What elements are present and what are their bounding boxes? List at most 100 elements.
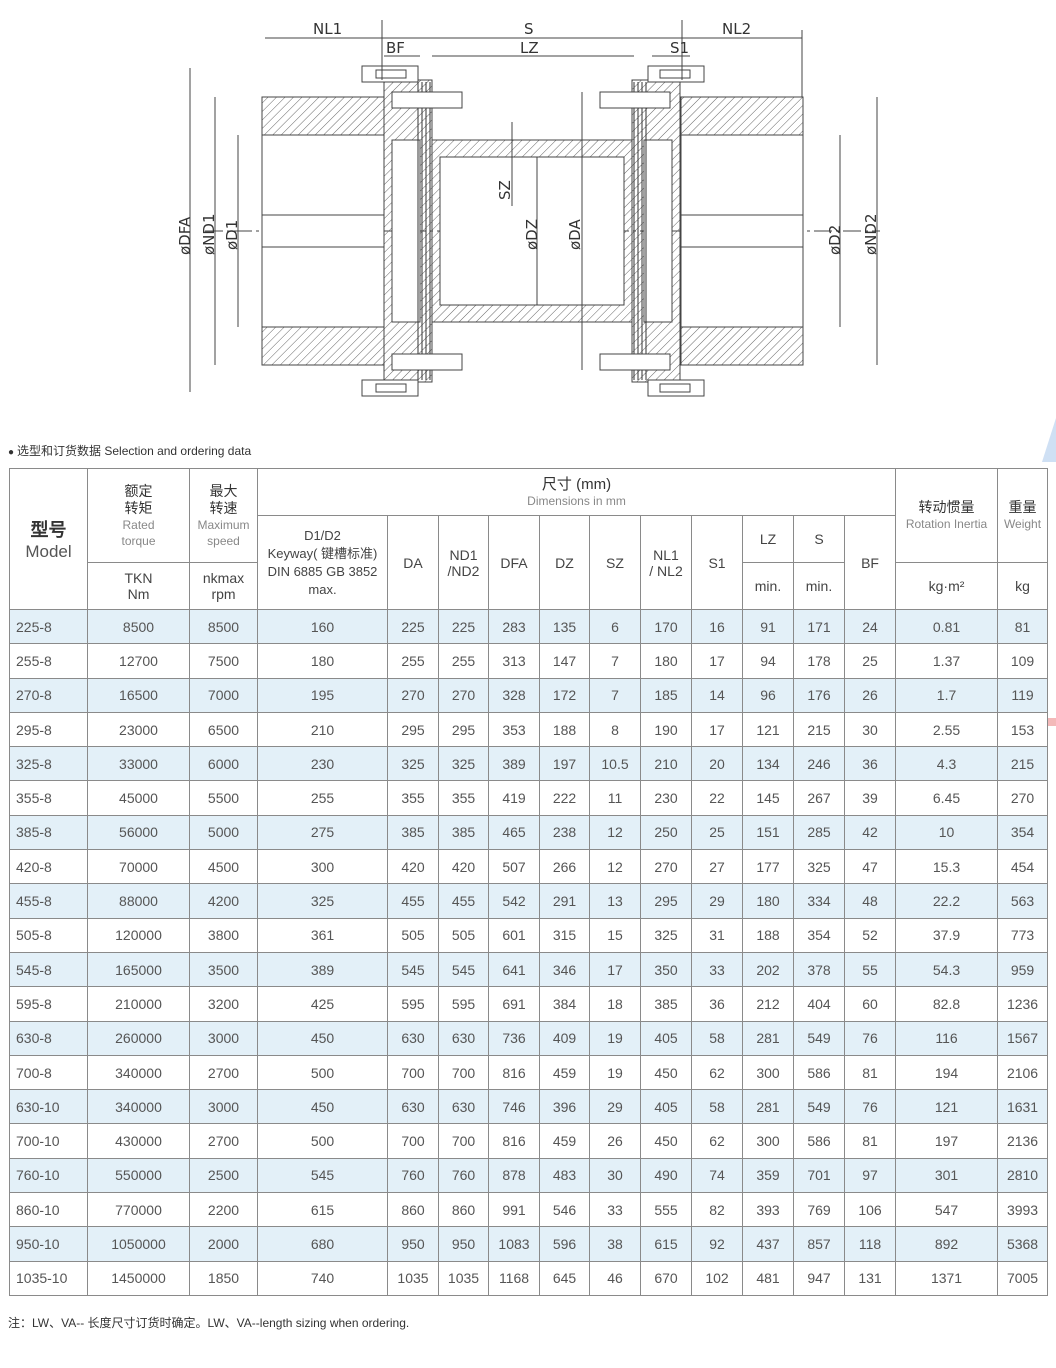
table-cell: 88000 bbox=[87, 883, 190, 919]
table-cell: 700 bbox=[438, 1123, 489, 1159]
table-cell: 740 bbox=[257, 1260, 388, 1296]
table-cell: 38 bbox=[589, 1226, 641, 1262]
table-cell: 180 bbox=[640, 643, 692, 679]
table-cell: 27 bbox=[691, 849, 743, 885]
table-cell: 315 bbox=[539, 917, 590, 953]
table-cell: 483 bbox=[539, 1157, 590, 1194]
table-cell: 30 bbox=[843, 711, 897, 748]
table-cell: 275 bbox=[257, 814, 388, 851]
header-dimensions: 尺寸 (mm) Dimensions in mm bbox=[256, 468, 897, 516]
table-cell: 153 bbox=[997, 711, 1049, 748]
table-cell: 630 bbox=[438, 1020, 489, 1056]
table-cell: 16 bbox=[691, 608, 743, 645]
bullet-icon: ● bbox=[8, 447, 15, 458]
decorative-blue-shape bbox=[1042, 418, 1056, 462]
table-cell: 615 bbox=[257, 1192, 388, 1228]
table-cell: 505 bbox=[438, 917, 489, 953]
table-cell: 22.2 bbox=[895, 883, 999, 919]
label-dfa: øDFA bbox=[176, 216, 194, 255]
table-cell: 670 bbox=[640, 1260, 692, 1296]
table-cell: 197 bbox=[539, 746, 590, 782]
cell-model: 760-10 bbox=[9, 1157, 88, 1194]
table-cell: 10 bbox=[895, 814, 999, 851]
table-cell: 109 bbox=[997, 643, 1049, 679]
table-cell: 54.3 bbox=[895, 951, 999, 988]
table-cell: 545 bbox=[257, 1157, 388, 1194]
table-cell: 270 bbox=[438, 677, 489, 713]
table-cell: 19 bbox=[589, 1020, 641, 1056]
table-cell: 393 bbox=[742, 1192, 794, 1228]
header-sz: SZ bbox=[589, 515, 641, 610]
table-cell: 500 bbox=[257, 1054, 388, 1091]
table-cell: 7000 bbox=[189, 677, 258, 713]
cell-model: 630-10 bbox=[9, 1089, 88, 1125]
table-cell: 300 bbox=[257, 849, 388, 885]
table-cell: 255 bbox=[257, 780, 388, 816]
table-cell: 81 bbox=[843, 1054, 897, 1091]
table-cell: 52 bbox=[843, 917, 897, 953]
cell-model: 860-10 bbox=[9, 1192, 88, 1228]
table-cell: 20 bbox=[691, 746, 743, 782]
table-cell: 586 bbox=[793, 1054, 845, 1091]
table-cell: 283 bbox=[488, 608, 540, 645]
label-nl1: NL1 bbox=[313, 20, 342, 38]
footnote: 注：LW、VA-- 长度尺寸订货时确定。LW、VA--length sizing… bbox=[8, 1316, 410, 1330]
header-lz: LZ bbox=[742, 515, 794, 563]
table-cell: 194 bbox=[895, 1054, 999, 1091]
table-cell: 81 bbox=[843, 1123, 897, 1159]
cell-model: 255-8 bbox=[9, 643, 88, 679]
table-cell: 950 bbox=[438, 1226, 489, 1262]
table-cell: 450 bbox=[257, 1089, 388, 1125]
table-cell: 346 bbox=[539, 951, 590, 988]
table-cell: 10.5 bbox=[589, 746, 641, 782]
label-lz: LZ bbox=[520, 39, 539, 57]
table-cell: 295 bbox=[387, 711, 439, 748]
table-cell: 160 bbox=[257, 608, 388, 645]
table-cell: 0.81 bbox=[895, 608, 999, 645]
table-cell: 437 bbox=[742, 1226, 794, 1262]
table-cell: 816 bbox=[488, 1054, 540, 1091]
table-cell: 878 bbox=[488, 1157, 540, 1194]
table-cell: 355 bbox=[387, 780, 439, 816]
table-cell: 119 bbox=[997, 677, 1049, 713]
table-cell: 116 bbox=[895, 1020, 999, 1056]
table-cell: 171 bbox=[793, 608, 845, 645]
table-cell: 3500 bbox=[189, 951, 258, 988]
table-cell: 12 bbox=[589, 849, 641, 885]
table-cell: 23000 bbox=[87, 711, 190, 748]
label-s1: S1 bbox=[670, 39, 689, 57]
table-cell: 29 bbox=[589, 1089, 641, 1125]
table-cell: 389 bbox=[257, 951, 388, 988]
table-cell: 55 bbox=[843, 951, 897, 988]
cell-model: 225-8 bbox=[9, 608, 88, 645]
table-cell: 1035 bbox=[387, 1260, 439, 1296]
table-cell: 1083 bbox=[488, 1226, 540, 1262]
table-cell: 281 bbox=[742, 1089, 794, 1125]
table-cell: 420 bbox=[387, 849, 439, 885]
table-cell: 5500 bbox=[189, 780, 258, 816]
table-cell: 6000 bbox=[189, 746, 258, 782]
table-cell: 39 bbox=[843, 780, 897, 816]
table-cell: 1567 bbox=[997, 1020, 1049, 1056]
table-cell: 106 bbox=[843, 1192, 897, 1228]
cell-model: 950-10 bbox=[9, 1226, 88, 1262]
table-cell: 92 bbox=[691, 1226, 743, 1262]
table-cell: 361 bbox=[257, 917, 388, 953]
table-cell: 210 bbox=[640, 746, 692, 782]
table-cell: 7 bbox=[589, 677, 641, 713]
table-cell: 12700 bbox=[87, 643, 190, 679]
label-sz: SZ bbox=[496, 180, 514, 200]
table-cell: 14 bbox=[691, 677, 743, 713]
table-cell: 1236 bbox=[997, 986, 1049, 1022]
header-inertia-unit: kg·m² bbox=[895, 562, 999, 610]
table-cell: 300 bbox=[742, 1054, 794, 1091]
